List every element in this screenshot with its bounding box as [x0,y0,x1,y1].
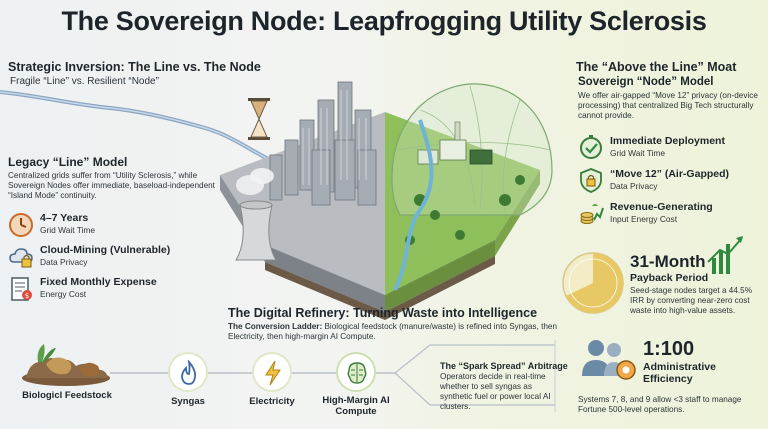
metric-label: “Move 12” (Air-Gapped) [610,168,730,180]
metric-label: Immediate Deployment [610,135,725,147]
bill-icon: $ [11,277,32,301]
legacy-model-title: Legacy “Line” Model [8,155,128,169]
step-label-syngas: Syngas [171,396,205,407]
metric-energy-cost-legacy: $ Fixed Monthly Expense Energy Cost [8,274,238,304]
ratio-value: 1:100 [643,338,695,360]
electricity-step [252,352,292,392]
growth-chart-icon [707,236,743,274]
spark-spread-body: Operators decide in real-time whether to… [440,372,551,411]
refinery-body-rest: Biological feedstock (manure/waste) is r… [228,322,558,341]
clock-icon [9,213,33,237]
stopwatch-check-icon [580,135,602,159]
fragile-grid-cable [0,90,271,162]
ratio-title: Administrative Efficiency [643,361,716,385]
metric-label: Cloud-Mining (Vulnerable) [40,244,171,256]
refinery-body: The Conversion Ladder: Biological feedst… [228,322,558,342]
svg-text:$: $ [25,292,29,300]
payback-months: 31-Month [630,252,706,271]
brain-chip-icon [347,362,367,384]
strategic-inversion-subtitle: Fragile “Line” vs. Resilient “Node” [10,76,159,87]
metric-value: Energy Cost [40,289,87,299]
metric-value: Data Privacy [40,257,88,267]
moat-title: The “Above the Line” Moat [576,60,737,74]
payback-period-label: Payback Period [630,272,709,284]
ratio-body: Systems 7, 8, and 9 allow <3 staff to ma… [578,395,742,414]
cooling-tower [235,168,277,261]
metric-value: Input Energy Cost [610,214,678,224]
metric-energy-cost-node: Revenue-Generating Input Energy Cost [578,200,768,230]
refinery-title: The Digital Refinery: Turning Waste into… [228,306,538,320]
metric-data-privacy-node: “Move 12” (Air-Gapped) Data Privacy [578,167,768,197]
metric-value: Grid Wait Time [40,225,96,235]
metric-label: Fixed Monthly Expense [40,276,157,288]
glass-dome [391,83,553,216]
payback-pie-chart [562,252,624,314]
step-label-electricity: Electricity [249,396,295,407]
step-label-ai-compute: High-Margin AI Compute [322,395,390,417]
cloud-lock-icon [9,248,33,268]
metric-grid-wait-node: Immediate Deployment Grid Wait Time [578,134,768,164]
syngas-step [168,352,208,392]
strategic-inversion-title: Strategic Inversion: The Line vs. The No… [8,60,261,74]
page-title: The Sovereign Node: Leapfrogging Utility… [61,6,707,36]
team-gear-icon [582,340,636,380]
metric-value: Grid Wait Time [610,148,666,158]
ai-compute-step [336,352,376,392]
sovereign-model-body: We offer air-gapped “Move 12” privacy (o… [578,91,758,120]
shield-lock-icon [580,168,602,193]
metric-label: 4–7 Years [40,212,89,224]
hourglass-icon [248,98,270,140]
metric-value: Data Privacy [610,181,658,191]
step-label-feedstock: Biologicl Feedstock [22,390,112,401]
metric-grid-wait-legacy: 4–7 Years Grid Wait Time [8,210,238,240]
money-growth-icon [580,204,604,224]
feedstock-icon [22,344,110,386]
sovereign-model-title: Sovereign “Node” Model [578,76,714,88]
spark-spread-title: The “Spark Spread” Arbitrage [440,361,568,371]
metric-label: Revenue-Generating [610,201,713,213]
flame-icon [181,360,197,385]
refinery-body-lead: The Conversion Ladder: [228,322,323,331]
payback-body: Seed-stage nodes target a 44.5% IRR by c… [630,286,752,315]
legacy-model-body: Centralized grids suffer from “Utility S… [8,171,215,200]
metric-data-privacy-legacy: Cloud-Mining (Vulnerable) Data Privacy [8,242,238,272]
lightning-icon [265,360,281,386]
